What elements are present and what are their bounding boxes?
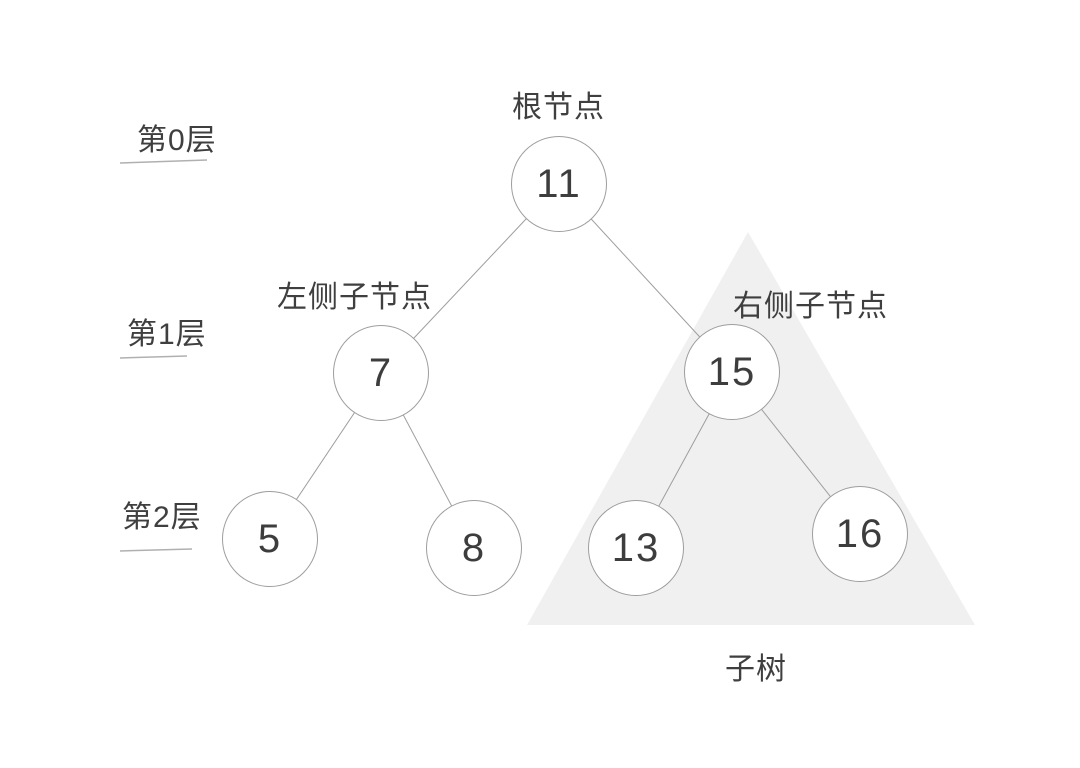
level-1-underline (119, 355, 188, 359)
node-value-root: 11 (536, 161, 582, 206)
tree-node-root: 11 (511, 136, 607, 232)
node-value-right-left: 13 (611, 525, 661, 570)
level-2-label: 第2层 (122, 501, 202, 534)
node-value-left-left: 5 (257, 516, 283, 561)
tree-node-left-left: 5 (222, 491, 318, 587)
tree-node-right-left: 13 (588, 500, 684, 596)
level-0-underline (119, 159, 208, 164)
level-1-label: 第1层 (127, 318, 207, 351)
right-child-label: 右侧子节点 (733, 290, 888, 323)
level-0-label: 第0层 (137, 124, 217, 157)
node-value-left-right: 8 (461, 525, 487, 570)
tree-node-right: 15 (684, 324, 780, 420)
node-value-right-right: 16 (835, 511, 885, 556)
left-child-label: 左侧子节点 (277, 281, 432, 314)
level-2-underline (119, 548, 193, 552)
node-value-right: 15 (707, 349, 757, 394)
root-node-label: 根节点 (512, 91, 605, 124)
tree-node-right-right: 16 (812, 486, 908, 582)
node-value-left: 7 (368, 350, 394, 395)
tree-node-left: 7 (333, 325, 429, 421)
subtree-label: 子树 (725, 653, 787, 686)
tree-node-left-right: 8 (426, 500, 522, 596)
